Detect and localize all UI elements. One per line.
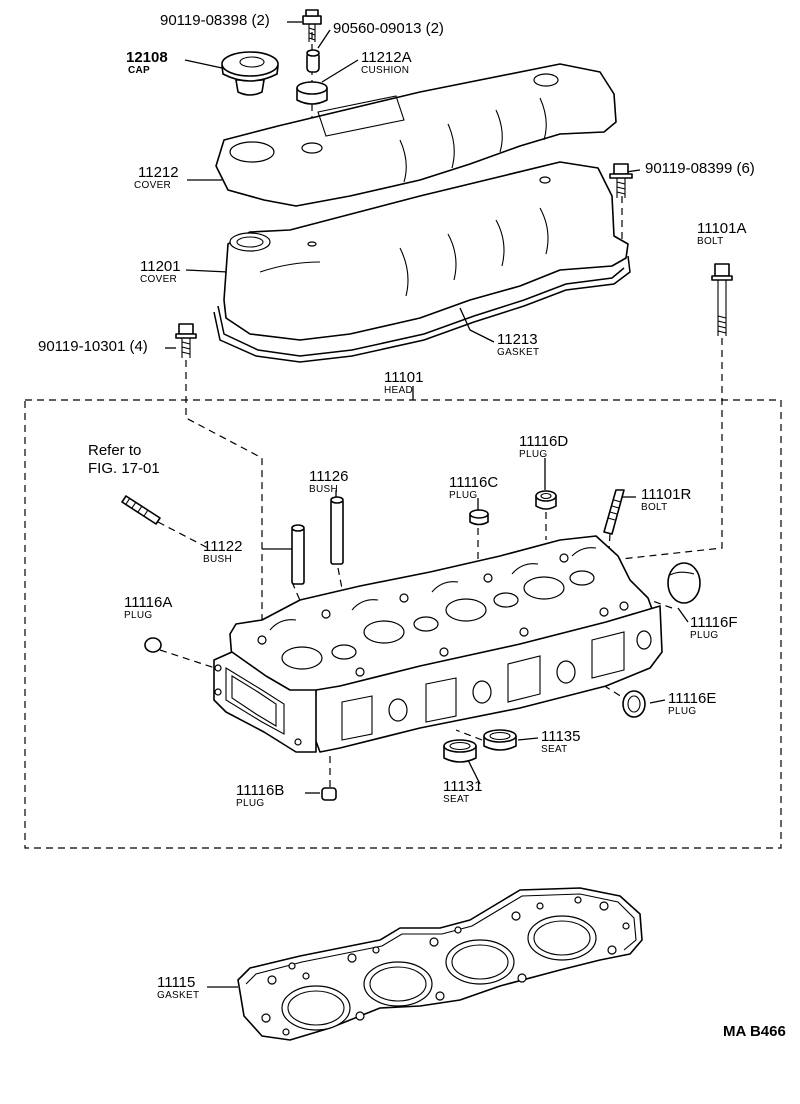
- cushion-11212a: [296, 81, 328, 105]
- plug-11116c: [469, 509, 489, 526]
- label-11212: 11212: [138, 164, 179, 181]
- label-11116e: 11116E: [668, 690, 716, 707]
- spacer-90560-09013: [306, 49, 320, 73]
- plug-11116e: [622, 690, 646, 718]
- plug-11116f: [667, 562, 701, 604]
- label-gasket-11115: GASKET: [157, 990, 199, 1001]
- plug-11116a: [144, 637, 162, 653]
- label-11116a: 11116A: [124, 594, 172, 611]
- plug-11116b: [321, 787, 337, 801]
- label-11116b: 11116B: [236, 782, 284, 799]
- cylinder-head-11101: [213, 535, 663, 753]
- label-11126: 11126: [309, 468, 349, 485]
- label-cap: CAP: [128, 65, 150, 76]
- stud-bolt-refer: [121, 495, 161, 525]
- label-11201: 11201: [140, 258, 181, 275]
- oil-filler-cap-12108: [221, 51, 279, 96]
- label-11101: 11101: [384, 369, 424, 386]
- valve-seat-11131: [443, 739, 477, 763]
- bolt-11101a: [711, 263, 733, 336]
- label-11116d: 11116D: [519, 433, 568, 450]
- bolt-11101r: [603, 489, 625, 535]
- label-90119-08398: 90119-08398 (2): [160, 12, 270, 29]
- cover-gasket-11213: [213, 255, 631, 363]
- label-plug-11116d: PLUG: [519, 449, 547, 460]
- cylinder-head-cover-11212: [215, 63, 617, 207]
- label-cover-upper: COVER: [134, 180, 171, 191]
- label-plug-11116b: PLUG: [236, 798, 264, 809]
- label-seat-11135: SEAT: [541, 744, 568, 755]
- label-refer-to: Refer to: [88, 442, 141, 459]
- label-fig-17-01: FIG. 17-01: [88, 460, 160, 477]
- bolt-90119-08398: [302, 9, 322, 42]
- figure-code: MA B466: [723, 1023, 786, 1040]
- label-plug-11116f: PLUG: [690, 630, 718, 641]
- label-seat-11131: SEAT: [443, 794, 470, 805]
- label-90119-10301: 90119-10301 (4): [38, 338, 148, 355]
- cylinder-head-cover-11201: [223, 161, 629, 341]
- plug-11116d: [535, 490, 557, 510]
- leader-lines: [165, 21, 689, 988]
- label-bush-11126: BUSH: [309, 484, 338, 495]
- label-11213: 11213: [497, 331, 538, 348]
- label-11101r: 11101R: [641, 486, 691, 503]
- label-11116c: 11116C: [449, 474, 498, 491]
- label-90560-09013: 90560-09013 (2): [333, 20, 444, 37]
- label-11135: 11135: [541, 728, 581, 745]
- bolt-90119-08399: [609, 163, 633, 198]
- label-plug-11116a: PLUG: [124, 610, 152, 621]
- label-plug-11116c: PLUG: [449, 490, 477, 501]
- label-11212a: 11212A: [361, 49, 412, 66]
- label-plug-11116e: PLUG: [668, 706, 696, 717]
- label-bush-11122: BUSH: [203, 554, 232, 565]
- label-cover-lower: COVER: [140, 274, 177, 285]
- cylinder-head-gasket-11115: [237, 887, 643, 1041]
- valve-seat-11135: [483, 729, 517, 751]
- label-bolt-11101r: BOLT: [641, 502, 668, 513]
- label-11131: 11131: [443, 778, 483, 795]
- label-gasket-11213: GASKET: [497, 347, 539, 358]
- valve-guide-bush-11126: [330, 496, 344, 565]
- label-11101a: 11101A: [697, 220, 747, 237]
- label-bolt-11101a: BOLT: [697, 236, 724, 247]
- label-cushion: CUSHION: [361, 65, 409, 76]
- label-head: HEAD: [384, 385, 413, 396]
- label-12108: 12108: [126, 49, 168, 66]
- label-90119-08399: 90119-08399 (6): [645, 160, 755, 177]
- label-11122: 11122: [203, 538, 243, 555]
- label-11115: 11115: [157, 974, 195, 991]
- valve-guide-bush-11122: [291, 524, 305, 585]
- label-11116f: 11116F: [690, 614, 738, 631]
- bolt-90119-10301: [175, 323, 197, 358]
